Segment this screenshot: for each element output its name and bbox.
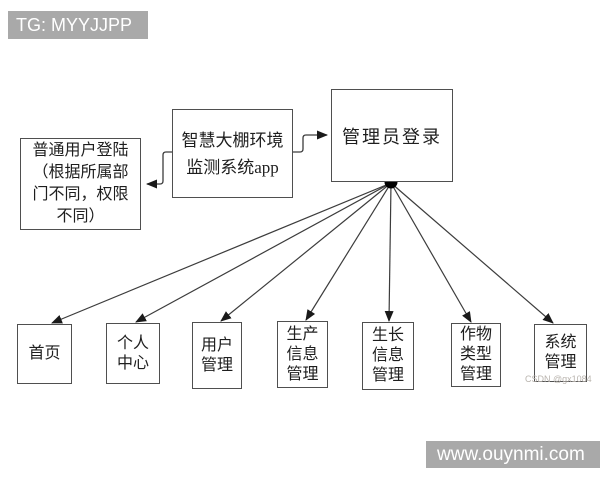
node-home: 首页 xyxy=(17,324,72,384)
connector-admin-to-system-management xyxy=(390,182,554,324)
connector-admin-to-user-management xyxy=(220,182,392,322)
node-user-management: 用户 管理 xyxy=(192,322,242,389)
connector-app-to-admin xyxy=(293,130,328,153)
csdn-watermark: CSDN @gx1084 xyxy=(525,374,592,384)
connector-admin-to-crop-type xyxy=(390,182,472,323)
node-production-info-management: 生产 信息 管理 xyxy=(277,321,328,388)
connector-admin-to-growth-info xyxy=(384,182,394,322)
node-crop-type-management: 作物 类型 管理 xyxy=(451,323,501,387)
site-watermark-badge: www.ouynmi.com xyxy=(426,441,600,468)
node-personal-center: 个人 中心 xyxy=(106,323,160,384)
node-growth-info-management: 生长 信息 管理 xyxy=(362,322,414,390)
node-normal-user-login: 普通用户登陆 （根据所属部 门不同，权限 不同） xyxy=(20,138,141,230)
connector-admin-to-personal-center xyxy=(135,182,392,323)
connector-app-to-normal-user xyxy=(146,151,172,189)
node-app: 智慧大棚环境 监测系统app xyxy=(172,109,293,198)
top-watermark-badge: TG: MYYJJPP xyxy=(8,11,148,39)
node-system-management: 系统 管理 xyxy=(534,324,587,382)
connector-admin-to-production-info xyxy=(305,182,392,321)
node-admin-login: 管理员登录 xyxy=(331,89,453,182)
